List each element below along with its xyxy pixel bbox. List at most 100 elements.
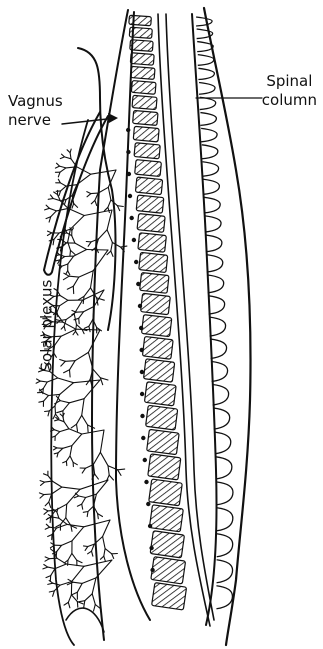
- nerve-branch: [58, 378, 74, 383]
- vertebra-body: [140, 273, 169, 294]
- nerve-branch: [73, 331, 76, 334]
- nerve-branch: [74, 380, 101, 383]
- spine-wall-right: [192, 14, 217, 625]
- nerve-branch: [72, 228, 74, 231]
- nerve-branch: [67, 524, 84, 526]
- nerve-branch: [72, 566, 84, 581]
- nerve-branch: [45, 557, 49, 559]
- nerve-branch: [48, 231, 52, 233]
- spinous-process: [213, 385, 229, 406]
- nerve-branch: [84, 288, 91, 297]
- nerve-branch: [95, 474, 99, 479]
- ganglion-dot: [132, 238, 136, 242]
- ganglion-dot: [140, 414, 144, 418]
- nerve-branch: [72, 204, 74, 209]
- nerve-branch: [98, 514, 99, 519]
- nerve-branch: [121, 246, 127, 247]
- nerve-branch: [86, 379, 90, 384]
- nerve-branch: [84, 601, 85, 608]
- nerve-branch: [60, 166, 66, 168]
- nerve-branch: [54, 446, 57, 448]
- nerve-branch: [108, 466, 109, 475]
- nerve-branch: [66, 564, 84, 566]
- spinous-process: [207, 255, 223, 272]
- nerve-branch: [39, 401, 44, 402]
- nerve-branch: [51, 211, 57, 217]
- nerve-branch: [62, 264, 68, 266]
- nerve-branch: [100, 430, 104, 452]
- nerve-branch: [53, 414, 55, 419]
- vertebra-body: [144, 382, 176, 406]
- nerve-branch: [68, 602, 70, 607]
- nerve-branch: [49, 394, 60, 395]
- nerve-branch: [47, 233, 51, 236]
- vertebra-body: [143, 359, 174, 382]
- ganglion-dot: [134, 260, 138, 264]
- nerve-branch: [44, 474, 48, 476]
- abdomen-lower: [66, 608, 104, 632]
- nerve-branch: [44, 494, 52, 495]
- nerve-branch: [79, 312, 84, 319]
- nerve-branch: [54, 233, 59, 239]
- nerve-branch: [72, 236, 75, 244]
- vertebra-body: [133, 126, 159, 142]
- nerve-branch: [72, 434, 82, 446]
- nerve-branch: [74, 496, 78, 498]
- nerve-branch: [57, 163, 60, 166]
- nerve-branch: [70, 216, 84, 230]
- nerve-branch: [91, 271, 94, 288]
- nerve-branch: [71, 250, 76, 254]
- ganglion-dot: [128, 194, 132, 198]
- ganglion-dot: [140, 348, 144, 352]
- nerve-branch: [69, 429, 82, 434]
- nerve-branch: [57, 512, 59, 518]
- spinous-process: [214, 408, 230, 429]
- nerve-branch: [48, 411, 49, 416]
- nerve-branch: [58, 448, 63, 453]
- nerve-branch: [62, 487, 80, 489]
- nerve-branch: [112, 554, 114, 559]
- ganglion-dot: [136, 282, 140, 286]
- nerve-branch: [63, 233, 67, 234]
- nerve-branch: [83, 512, 88, 513]
- nerve-branch: [70, 250, 71, 256]
- spinous-process: [198, 68, 214, 79]
- nerve-branch: [37, 379, 41, 381]
- nerve-branch: [61, 361, 66, 366]
- spinous-process: [208, 275, 224, 293]
- nerve-branch: [60, 183, 66, 186]
- nerve-branch: [48, 199, 53, 200]
- nerve-branch: [72, 553, 77, 560]
- nerve-branch: [64, 326, 65, 331]
- ganglion-dot: [138, 304, 142, 308]
- nerve-branch: [75, 352, 88, 360]
- nerve-branch: [61, 326, 64, 329]
- nerve-branch: [45, 208, 50, 210]
- nerve-branch: [60, 300, 68, 306]
- nerve-branch: [107, 251, 111, 255]
- solar-plexus-text: Solar plexus: [38, 268, 57, 372]
- nerve-branch: [82, 578, 96, 584]
- nerve-branch: [93, 369, 101, 378]
- nerve-branch: [88, 506, 94, 511]
- vertebra-body: [142, 336, 173, 359]
- spinal-column-label: Spinal column: [262, 72, 317, 110]
- nerve-branch: [77, 560, 82, 562]
- nerve-branch: [74, 204, 78, 208]
- ganglion-dot: [126, 150, 130, 154]
- nerve-branch: [118, 469, 125, 470]
- nerve-branch: [49, 208, 56, 211]
- ganglion-dot: [139, 326, 143, 330]
- nerve-branch: [59, 518, 67, 524]
- vertebra-body: [149, 505, 183, 532]
- spinous-process: [212, 362, 228, 382]
- nerve-branch: [67, 286, 73, 289]
- spinous-process: [203, 179, 219, 194]
- nerve-branch: [60, 401, 69, 403]
- nerve-branch: [104, 207, 108, 211]
- vagus-nerve: [78, 48, 115, 330]
- spinous-process: [211, 339, 227, 358]
- spinous-process: [209, 296, 225, 314]
- vertebra-body: [139, 252, 168, 272]
- spinous-process: [196, 17, 212, 26]
